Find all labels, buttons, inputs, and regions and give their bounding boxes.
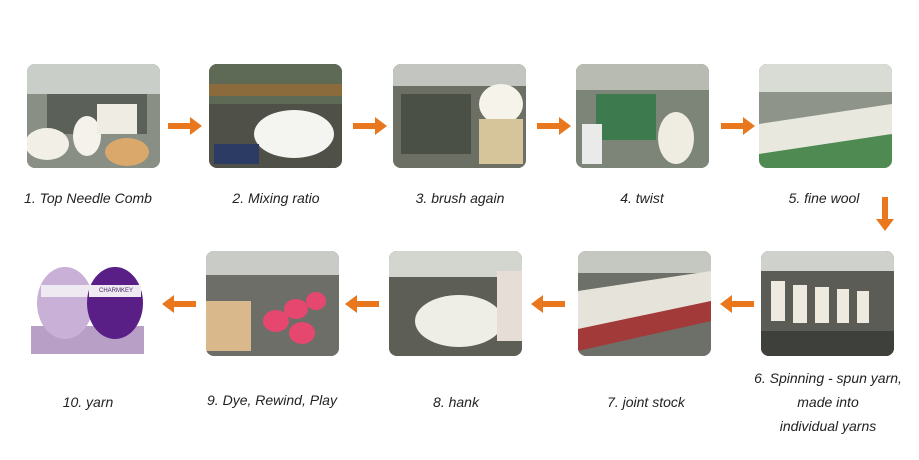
arrow-down-icon [875, 197, 895, 231]
step-7-photo [578, 251, 711, 356]
step-4-photo [576, 64, 709, 168]
step-3-photo [393, 64, 526, 168]
arrow-left-icon [345, 294, 379, 314]
arrow-left-icon [720, 294, 754, 314]
arrow-right-icon [537, 116, 571, 136]
step-10-photo: CHARMKEY [27, 251, 148, 356]
step-5-label: 5. fine wool [788, 190, 860, 206]
step-8-label: 8. hank [433, 394, 479, 410]
step-10-label: 10. yarn [62, 394, 114, 410]
step-9-photo [206, 251, 339, 356]
arrow-right-icon [168, 116, 202, 136]
step-6-photo [761, 251, 894, 356]
yarn-label-text: CHARMKEY [98, 288, 133, 294]
step-1-photo [27, 64, 160, 168]
step-2-photo [209, 64, 342, 168]
arrow-right-icon [353, 116, 387, 136]
step-7-label: 7. joint stock [607, 394, 685, 410]
step-2-label: 2. Mixing ratio [232, 190, 320, 206]
arrow-left-icon [531, 294, 565, 314]
step-6-label-line-2: made into [797, 394, 859, 410]
step-6-label-line-1: 6. Spinning - spun yarn, [754, 370, 902, 386]
step-8-photo [389, 251, 522, 356]
arrow-right-icon [721, 116, 755, 136]
step-9-label: 9. Dye, Rewind, Play [207, 392, 337, 408]
step-6-label-line-3: individual yarns [779, 418, 877, 434]
step-1-label: 1. Top Needle Comb [24, 190, 152, 206]
step-4-label: 4. twist [620, 190, 664, 206]
step-5-photo [759, 64, 892, 168]
step-3-label: 3. brush again [415, 190, 505, 206]
arrow-left-icon [162, 294, 196, 314]
